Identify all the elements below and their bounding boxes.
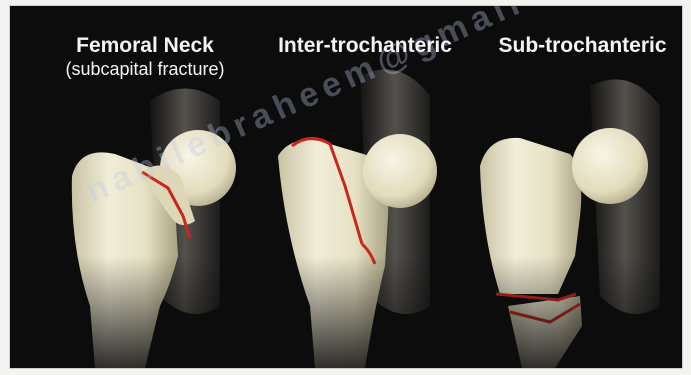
- caption-title: Femoral Neck: [76, 34, 214, 57]
- caption-inter-trochanteric: Inter-trochanteric: [260, 34, 470, 58]
- caption-femoral-neck: Femoral Neck (subcapital fracture): [40, 34, 250, 80]
- caption-title: Sub-trochanteric: [498, 34, 666, 57]
- caption-subtitle: (subcapital fracture): [40, 58, 250, 80]
- caption-sub-trochanteric: Sub-trochanteric: [480, 34, 682, 58]
- figure-panel: nabilebraheem@gmail Femoral Neck (subcap…: [10, 6, 682, 368]
- caption-title: Inter-trochanteric: [278, 34, 452, 57]
